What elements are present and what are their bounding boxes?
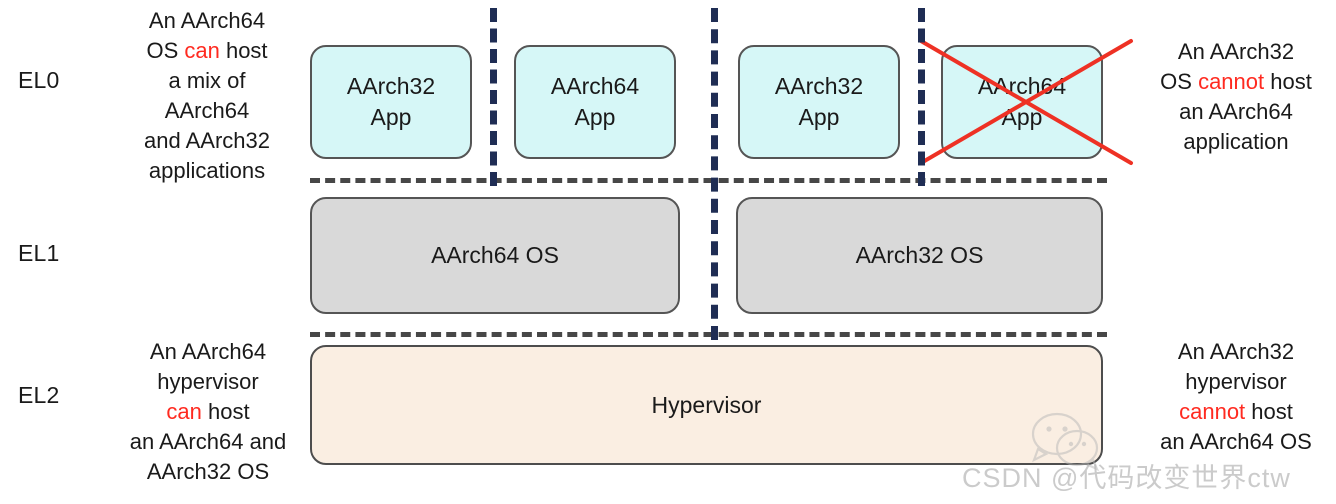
app-box-line1: AArch32 (774, 73, 864, 99)
csdn-watermark: CSDN @代码改变世界ctw (962, 463, 1291, 493)
wechat-icon (1031, 412, 1100, 472)
annotation-line: an AArch64 (1179, 99, 1293, 124)
divider-app1-app2 (490, 8, 497, 186)
app-box-line2: App (370, 104, 412, 130)
hypervisor-box-label: Hypervisor (651, 391, 762, 418)
app-box-aarch32-2[interactable]: AArch32 App (738, 45, 900, 159)
annotation-line: AArch64 (164, 98, 250, 123)
divider-app3-app4 (918, 8, 925, 186)
app-box-line2: App (574, 104, 616, 130)
app-box-aarch64-1[interactable]: AArch64 App (514, 45, 676, 159)
os-box-aarch32[interactable]: AArch32 OS (736, 197, 1103, 314)
exception-level-label-el1: EL1 (18, 240, 60, 266)
highlight-can: can (184, 38, 220, 63)
app-box-line1: AArch32 (346, 73, 436, 99)
exception-level-label-el2: EL2 (18, 382, 60, 408)
annotation-text: host (219, 38, 268, 63)
annotation-text: host (1245, 399, 1293, 424)
annotation-line: application (1183, 129, 1289, 154)
app-box-label: AArch64 App (551, 71, 639, 133)
annotation-text: OS (146, 38, 185, 63)
annotation-line: AArch32 OS (146, 459, 270, 484)
app-box-label: AArch32 App (775, 71, 863, 133)
separator-el1-el2 (310, 332, 1107, 337)
annotation-line: hypervisor (157, 369, 259, 394)
annotation-line: an AArch64 OS (1160, 429, 1312, 454)
annotation-el0-left: An AArch64 OS can host a mix of AArch64 … (112, 6, 302, 186)
annotation-line: and AArch32 (144, 128, 270, 153)
annotation-el2-left: An AArch64 hypervisor can host an AArch6… (104, 337, 312, 487)
annotation-line: cannot host (1140, 397, 1332, 427)
annotation-el2-right: An AArch32 hypervisor cannot host an AAr… (1140, 337, 1332, 457)
annotation-line: OS cannot host (1140, 67, 1332, 97)
app-box-aarch64-2-disallowed[interactable]: AArch64 App (941, 45, 1103, 159)
annotation-line: An AArch32 (1177, 339, 1295, 364)
os-box-label: AArch32 OS (855, 242, 984, 268)
separator-el0-el1 (310, 178, 1107, 183)
annotation-line: hypervisor (1185, 369, 1287, 394)
highlight-can: can (166, 399, 202, 424)
app-box-line2: App (1001, 104, 1043, 130)
annotation-line: a mix of (168, 68, 246, 93)
app-box-label: AArch64 App (978, 71, 1066, 133)
hypervisor-box[interactable]: Hypervisor (310, 345, 1103, 465)
annotation-line: An AArch64 (148, 8, 266, 33)
highlight-cannot: cannot (1198, 69, 1265, 94)
annotation-line: can host (104, 397, 312, 427)
app-box-aarch32-1[interactable]: AArch32 App (310, 45, 472, 159)
annotation-line: an AArch64 and (129, 429, 287, 454)
annotation-line: applications (148, 158, 266, 183)
highlight-cannot: cannot (1179, 399, 1246, 424)
annotation-line: OS can host (112, 36, 302, 66)
app-box-line1: AArch64 (550, 73, 640, 99)
annotation-el0-right: An AArch32 OS cannot host an AArch64 app… (1140, 37, 1332, 157)
annotation-text: host (201, 399, 250, 424)
divider-os1-os2 (711, 8, 718, 340)
annotation-text: OS (1160, 69, 1199, 94)
annotation-line: An AArch64 (149, 339, 267, 364)
annotation-line: An AArch32 (1177, 39, 1295, 64)
app-box-line2: App (798, 104, 840, 130)
app-box-line1: AArch64 (977, 73, 1067, 99)
os-box-aarch64[interactable]: AArch64 OS (310, 197, 680, 314)
os-box-label: AArch64 OS (431, 242, 559, 268)
app-box-label: AArch32 App (347, 71, 435, 133)
annotation-text: host (1264, 69, 1312, 94)
exception-level-label-el0: EL0 (18, 67, 60, 93)
